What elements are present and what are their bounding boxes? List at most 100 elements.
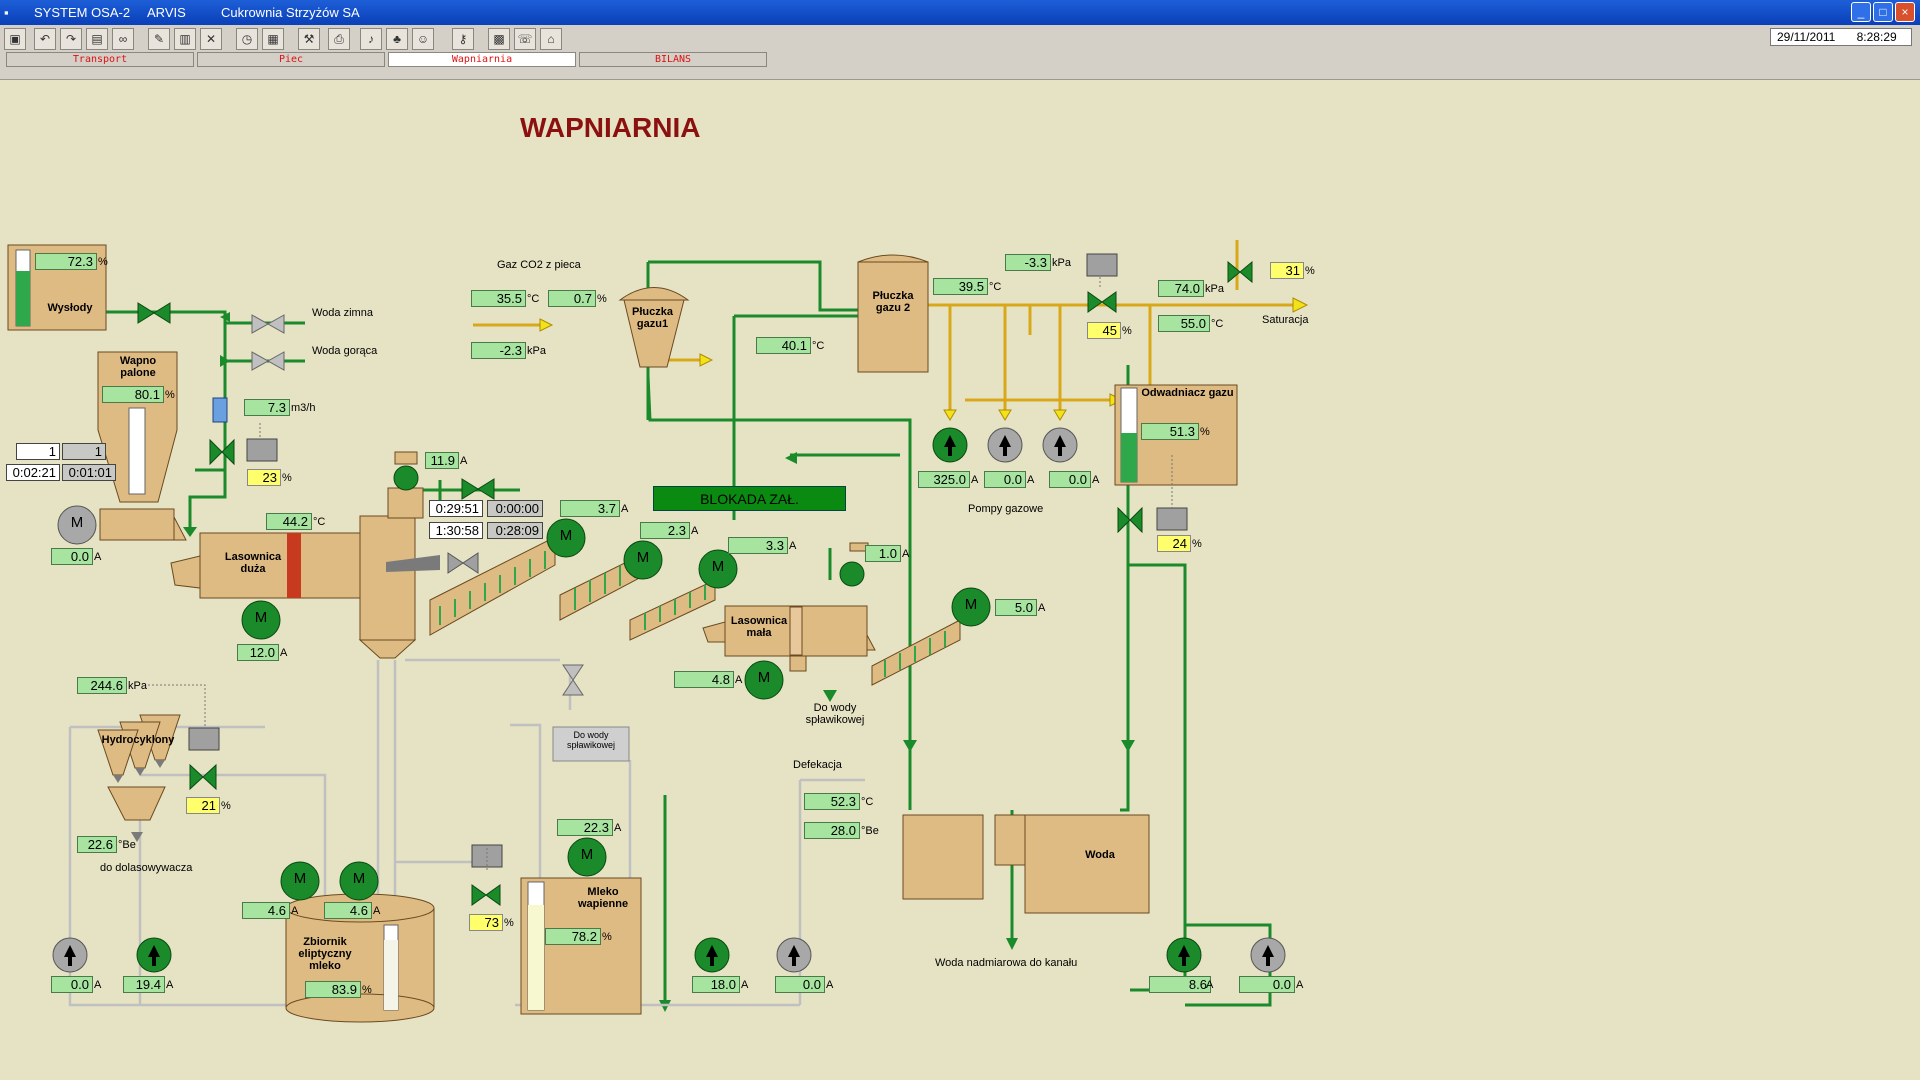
edit-icon[interactable]: ✎ [148, 28, 170, 50]
report-icon[interactable]: ▦ [262, 28, 284, 50]
water-valve-unit: % [282, 472, 292, 484]
temp-395: 39.5 [933, 278, 988, 295]
motor-mleko-letter[interactable]: M [580, 846, 594, 863]
pump-6-unit: A [1296, 979, 1304, 991]
saturation-temp-unit: °C [1211, 318, 1224, 330]
vessel-lasownica-duza: Lasownica duża [224, 551, 282, 575]
hydrocyclone-cones [97, 714, 181, 821]
motor-kiln-letter[interactable]: M [70, 514, 84, 531]
tab-transport[interactable]: Transport [6, 52, 194, 67]
tab-piec[interactable]: Piec [197, 52, 385, 67]
saturation-temp: 55.0 [1158, 315, 1210, 332]
chart-icon[interactable]: ▥ [174, 28, 196, 50]
label-pompy-gazowe: Pompy gazowe [968, 503, 1044, 515]
pressure-33: -3.3 [1005, 254, 1051, 271]
vessel-mleko-wapienne: Mleko wapienne [577, 886, 629, 910]
gas-arrows [539, 297, 1309, 421]
clock-icon[interactable]: ◷ [236, 28, 258, 50]
print-preview-icon[interactable]: ▤ [86, 28, 108, 50]
hydrocyclone-density-unit: °Be [118, 839, 136, 851]
open-icon[interactable]: ▣ [4, 28, 26, 50]
label-gaz-co2: Gaz CO2 z pieca [497, 259, 581, 271]
motor-conveyor4-letter[interactable]: M [964, 596, 978, 613]
pump-1-current: 0.0 [51, 976, 93, 993]
water-valve-position[interactable]: 23 [247, 469, 281, 486]
phone-icon[interactable]: ☏ [514, 28, 536, 50]
temp-395-unit: °C [989, 281, 1002, 293]
pump-2-current: 19.4 [123, 976, 165, 993]
current-119-unit: A [460, 455, 468, 467]
timer-t4: 0:28:09 [487, 522, 543, 539]
zbiornik-valve-position[interactable]: 73 [469, 914, 503, 931]
motors [57, 505, 991, 901]
pump-2-unit: A [166, 979, 174, 991]
conveyor-ribs [439, 551, 946, 677]
counter-a: 1 [16, 443, 60, 460]
redo-icon[interactable]: ↷ [60, 28, 82, 50]
printer-icon[interactable]: ⎙ [328, 28, 350, 50]
minimize-button[interactable]: _ [1851, 2, 1871, 22]
motor-kiln-unit: A [94, 551, 102, 563]
tools-icon[interactable]: ✕ [200, 28, 222, 50]
motor-zbiornik1-letter[interactable]: M [293, 870, 307, 887]
label-woda-zimna: Woda zimna [312, 307, 373, 319]
defekacja-density: 28.0 [804, 822, 860, 839]
tab-wapniarnia[interactable]: Wapniarnia [388, 52, 576, 67]
lasownica-temp: 44.2 [266, 513, 312, 530]
undo-icon[interactable]: ↶ [34, 28, 56, 50]
odwadniacz-valve-position[interactable]: 24 [1157, 535, 1191, 552]
page-title: WAPNIARNIA [520, 112, 701, 143]
timer-t3: 1:30:58 [429, 522, 483, 539]
signal-lines [148, 277, 1173, 870]
gas-valve-unit: % [1122, 325, 1132, 337]
motor-zbiornik2-letter[interactable]: M [352, 870, 366, 887]
app-vendor: ARVIS [147, 5, 186, 20]
timer-t2: 0:00:00 [487, 500, 543, 517]
gas-temp-1: 35.5 [471, 290, 526, 307]
motor-lasownica-mala-letter[interactable]: M [757, 669, 771, 686]
gas-pressure-1-unit: kPa [527, 345, 546, 357]
mleko-motor-current: 22.3 [557, 819, 613, 836]
alarm-list-icon[interactable]: ♣ [386, 28, 408, 50]
vessel-lasownica-mala: Lasownica mała [730, 615, 788, 639]
label-woda-nadmiarowa: Woda nadmiarowa do kanału [935, 957, 1078, 969]
wapno-level-unit: % [165, 389, 175, 401]
title-bar: ▪ SYSTEM OSA-2 ARVIS Cukrownia Strzyżów … [0, 0, 1920, 25]
label-defekacja: Defekacja [793, 759, 842, 771]
vessel-woda: Woda [1085, 849, 1115, 861]
saturation-valve-position[interactable]: 31 [1270, 262, 1304, 279]
motor-10-unit: A [902, 548, 910, 560]
lasownica-temp-unit: °C [313, 516, 326, 528]
vessel-odwadniacz-gazu: Odwadniacz gazu [1141, 387, 1234, 399]
motor-lasownica-letter[interactable]: M [254, 609, 268, 626]
gas-co2-pct-unit: % [597, 293, 607, 305]
motor-conveyor2-letter[interactable]: M [636, 549, 650, 566]
defekacja-temp-unit: °C [861, 796, 874, 808]
saturation-valve-unit: % [1305, 265, 1315, 277]
user-icon[interactable]: ☺ [412, 28, 434, 50]
maximize-button[interactable]: □ [1873, 2, 1893, 22]
network-icon[interactable]: ⌂ [540, 28, 562, 50]
hydrocyclone-pressure: 244.6 [77, 677, 127, 694]
pump-gas-1-unit: A [971, 474, 979, 486]
hydrocyclone-outlets [113, 760, 165, 842]
hydrocyclone-valve-position[interactable]: 21 [186, 797, 220, 814]
close-button[interactable]: × [1895, 2, 1915, 22]
app-icon: ▪ [4, 5, 9, 20]
wyslody-level: 72.3 [35, 253, 97, 270]
mleko-level-unit: % [602, 931, 612, 943]
glasses-icon[interactable]: ∞ [112, 28, 134, 50]
motor-conveyor3-letter[interactable]: M [711, 558, 725, 575]
settings-icon[interactable]: ⚒ [298, 28, 320, 50]
alarm-bell-icon[interactable]: ♪ [360, 28, 382, 50]
motor-conveyor1-letter[interactable]: M [559, 527, 573, 544]
calculator-icon[interactable]: ▩ [488, 28, 510, 50]
gas-valve-position[interactable]: 45 [1087, 322, 1121, 339]
key-icon[interactable]: ⚷ [452, 28, 474, 50]
tab-bilans[interactable]: BILANS [579, 52, 767, 67]
label-woda-goraca: Woda gorąca [312, 345, 378, 357]
saturation-pressure: 74.0 [1158, 280, 1204, 297]
zbiornik-motor-2-current: 4.6 [324, 902, 372, 919]
time-value: 8:28:29 [1856, 30, 1897, 44]
timer-t1: 0:29:51 [429, 500, 483, 517]
